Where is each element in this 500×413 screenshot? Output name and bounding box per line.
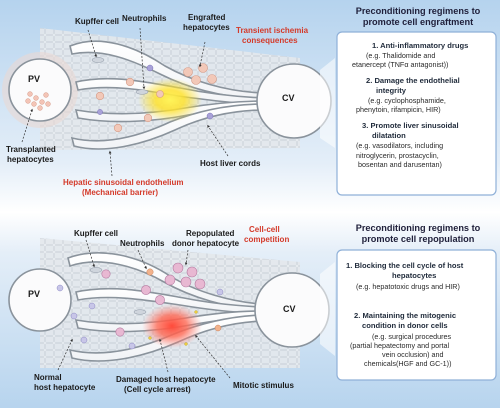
label-ischemia-2: consequences bbox=[242, 36, 298, 45]
eng-item-3-heading-1: 3. Promote liver sinusoidal bbox=[362, 121, 459, 130]
top-ischemia-glow bbox=[138, 78, 202, 122]
repopulation-title-1: Preconditioning regimens to bbox=[356, 223, 481, 233]
damaged-host-marks bbox=[148, 310, 198, 346]
bottom-neutrophils bbox=[146, 268, 222, 332]
rep-item-2-detail-4: chemicals(HGF and GC-1)) bbox=[364, 359, 451, 368]
eng-item-1-heading: 1. Anti-inflammatory drugs bbox=[372, 41, 468, 50]
bottom-leader-lines bbox=[57, 239, 231, 379]
bottom-host-nuclei bbox=[56, 284, 224, 350]
label-competition-2: competition bbox=[244, 235, 289, 244]
label-pv-top: PV bbox=[28, 74, 40, 84]
label-competition-1: Cell-cell bbox=[249, 225, 280, 234]
rep-item-2-detail-1: (e.g. surgical procedures bbox=[372, 332, 452, 341]
eng-item-3-detail-2: nitroglycerin, prostacyclin, bbox=[356, 151, 439, 160]
label-normal-1: Normal bbox=[34, 373, 62, 382]
repopulation-box bbox=[336, 249, 497, 381]
label-damaged-1: Damaged host hepatocyte bbox=[116, 375, 216, 384]
engrafted-hepatocytes bbox=[95, 63, 217, 133]
top-kupffer-cells bbox=[91, 57, 149, 95]
bottom-kupffer-cells bbox=[89, 267, 147, 315]
top-lobule bbox=[2, 28, 332, 150]
engraftment-box bbox=[336, 31, 497, 196]
mitotic-stimulus-glow bbox=[142, 304, 202, 348]
label-repopulated-2: donor hepatocyte bbox=[172, 239, 240, 248]
engraftment-panel: Preconditioning regimens to promote cell… bbox=[320, 6, 497, 196]
label-kupffer-top: Kupffer cell bbox=[75, 17, 119, 26]
label-damaged-2: (Cell cycle arrest) bbox=[124, 385, 191, 394]
label-host-cords: Host liver cords bbox=[200, 159, 261, 168]
eng-item-2-detail-2: phenytoin, rifampicin, HIR) bbox=[356, 105, 441, 114]
repopulated-donor-cells bbox=[101, 262, 206, 337]
repopulation-panel: Preconditioning regimens to promote cell… bbox=[320, 223, 497, 381]
label-neutrophils-bottom: Neutrophils bbox=[120, 239, 165, 248]
transplanted-cells-cluster bbox=[25, 91, 51, 111]
rep-item-2-heading-2: condition in donor cells bbox=[362, 321, 448, 330]
label-kupffer-bottom: Kupffer cell bbox=[74, 229, 118, 238]
label-transplanted-2: hepatocytes bbox=[7, 155, 54, 164]
top-pv-vessel bbox=[8, 58, 72, 122]
label-normal-2: host hepatocyte bbox=[34, 383, 96, 392]
label-pv-bottom: PV bbox=[28, 289, 40, 299]
label-transplanted-1: Transplanted bbox=[6, 145, 56, 154]
label-engrafted-2: hepatocytes bbox=[183, 23, 230, 32]
eng-item-2-heading-1: 2. Damage the endothelial bbox=[366, 76, 460, 85]
eng-item-1-detail-2: etanercept (TNFα antagonist)) bbox=[352, 60, 448, 69]
eng-item-2-detail-1: (e.g. cyclophosphamide, bbox=[368, 96, 446, 105]
rep-item-2-detail-3: vein occlusion) and bbox=[382, 350, 444, 359]
top-leader-lines bbox=[21, 27, 229, 177]
rep-item-2-heading-1: 2. Maintaining the mitogenic bbox=[354, 311, 456, 320]
bottom-pv-vessel bbox=[8, 268, 72, 332]
label-endothelium-1: Hepatic sinusoidal endothelium bbox=[63, 178, 183, 187]
label-endothelium-2: (Mechanical barrier) bbox=[82, 188, 158, 197]
label-cv-bottom: CV bbox=[283, 304, 296, 314]
rep-item-1-detail-1: (e.g. hepatotoxic drugs and HIR) bbox=[356, 282, 460, 291]
eng-item-1-detail-1: (e.g. Thalidomide and bbox=[366, 51, 435, 60]
rep-item-2-detail-2: (partial hepatectomy and portal bbox=[350, 341, 449, 350]
engraftment-title-2: promote cell engraftment bbox=[363, 17, 473, 27]
rep-item-1-heading-2: hepatocytes bbox=[392, 271, 436, 280]
label-engrafted-1: Engrafted bbox=[188, 13, 225, 22]
label-mitotic: Mitotic stimulus bbox=[233, 381, 294, 390]
label-cv-top: CV bbox=[282, 93, 295, 103]
engraftment-title-1: Preconditioning regimens to bbox=[356, 6, 481, 16]
bottom-lobule bbox=[8, 238, 330, 368]
eng-item-3-detail-3: bosentan and darusentan) bbox=[358, 160, 442, 169]
eng-item-3-detail-1: (e.g. vasodilators, including bbox=[356, 141, 443, 150]
label-ischemia-1: Transient ischemia bbox=[236, 26, 309, 35]
rep-item-1-heading-1: 1. Blocking the cell cycle of host bbox=[346, 261, 464, 270]
eng-item-2-heading-2: integrity bbox=[376, 86, 407, 95]
top-neutrophils bbox=[97, 64, 214, 120]
label-neutrophils-top: Neutrophils bbox=[122, 14, 167, 23]
label-repopulated-1: Repopulated bbox=[186, 229, 235, 238]
repopulation-title-2: promote cell repopulation bbox=[362, 234, 475, 244]
eng-item-3-heading-2: dilatation bbox=[372, 131, 406, 140]
